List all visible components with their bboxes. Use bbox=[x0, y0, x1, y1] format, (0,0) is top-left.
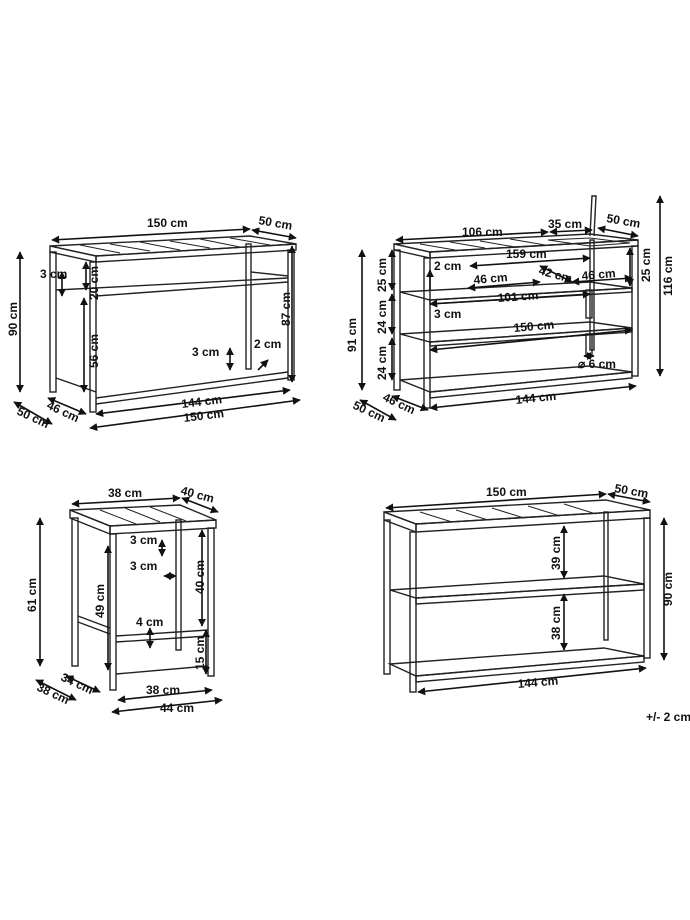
stool-depth-top: 40 cm bbox=[179, 483, 215, 505]
shelf-width-bottom: 144 cm bbox=[517, 673, 559, 690]
sink-drain: ⌀ 6 cm bbox=[578, 357, 616, 371]
stool-side-height: 40 cm bbox=[193, 560, 207, 594]
console-width-top: 150 cm bbox=[147, 216, 188, 230]
sink-shelf-gap-2: 24 cm bbox=[375, 346, 389, 380]
shelf-depth-top: 50 cm bbox=[613, 481, 649, 501]
stool-drawing bbox=[69, 504, 217, 691]
stool-frame-a: 3 cm bbox=[130, 533, 157, 547]
console-height-left: 90 cm bbox=[6, 302, 20, 336]
sink-top-height: 25 cm bbox=[375, 258, 389, 292]
stool-width-top: 38 cm bbox=[108, 486, 142, 500]
sink-basin-width: 42 cm bbox=[537, 263, 573, 285]
console-lower-gap: 56 cm bbox=[87, 334, 101, 368]
sink-top-width: 106 cm bbox=[462, 225, 503, 239]
shelf-upper-gap: 39 cm bbox=[549, 536, 563, 570]
console-outer-width: 150 cm bbox=[183, 406, 225, 425]
stool-frame-b: 3 cm bbox=[130, 559, 157, 573]
sink-inner-width: 144 cm bbox=[515, 389, 557, 407]
sink-basin: 35 cm bbox=[548, 217, 582, 231]
sink-shelf-width-full: 150 cm bbox=[513, 317, 555, 334]
console-inner-width: 144 cm bbox=[181, 392, 223, 411]
sink-gap-tl: 2 cm bbox=[434, 259, 461, 273]
sink-height-right: 25 cm bbox=[639, 248, 653, 282]
stool-foot-height: 15 cm bbox=[193, 636, 207, 670]
stool-width-outer: 44 cm bbox=[160, 701, 194, 715]
tolerance-note: +/- 2 cm bbox=[646, 710, 690, 724]
sink-shelf-width: 101 cm bbox=[497, 288, 539, 305]
stool-bar: 4 cm bbox=[136, 615, 163, 629]
shelf-height: 90 cm bbox=[661, 572, 675, 606]
sink-depth-top: 50 cm bbox=[605, 211, 641, 231]
console-height-right: 87 cm bbox=[279, 292, 293, 326]
console-leg-width: 2 cm bbox=[254, 337, 281, 351]
shelf-lower-gap: 38 cm bbox=[549, 606, 563, 640]
console-depth-top: 50 cm bbox=[257, 213, 293, 233]
sink-half-width-right: 46 cm bbox=[581, 266, 616, 283]
stool-height: 61 cm bbox=[25, 578, 39, 612]
sink-frame: 3 cm bbox=[434, 307, 461, 321]
sink-height-total: 116 cm bbox=[661, 256, 675, 296]
sink-height-left: 91 cm bbox=[345, 318, 359, 352]
sink-shelf-gap-1: 24 cm bbox=[375, 300, 389, 334]
stool-width-inner: 38 cm bbox=[146, 683, 180, 697]
sink-half-width-left: 46 cm bbox=[473, 270, 508, 287]
console-upper-gap: 20 cm bbox=[87, 266, 101, 300]
sink-overall-width: 159 cm bbox=[506, 247, 547, 261]
stool-leg-height: 49 cm bbox=[93, 584, 107, 618]
open-shelf-drawing bbox=[383, 499, 651, 693]
console-frame-left: 3 cm bbox=[40, 267, 67, 281]
console-leg-gap: 3 cm bbox=[192, 345, 219, 359]
console-table-drawing bbox=[49, 235, 297, 413]
shelf-width-top: 150 cm bbox=[486, 485, 527, 499]
